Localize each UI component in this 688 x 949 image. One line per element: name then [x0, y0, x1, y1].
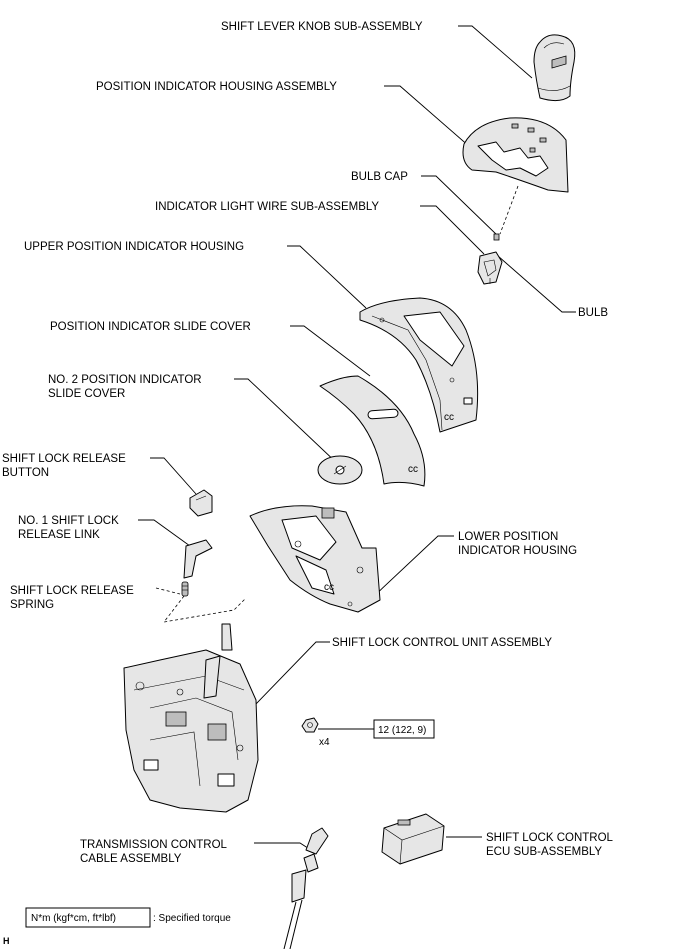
label-ecu-line1: SHIFT LOCK CONTROL: [486, 832, 614, 844]
label-bolt-quantity: x4: [319, 737, 330, 748]
label-shift-lever-knob: SHIFT LEVER KNOB SUB-ASSEMBLY: [221, 21, 423, 33]
shift-lock-release-spring-part: [181, 581, 189, 597]
label-shift-lock-release-button-line2: BUTTON: [2, 467, 49, 479]
torque-legend: N*m (kgf*cm, ft*lbf) : Specified torque: [25, 907, 231, 928]
label-shift-lock-control-unit: SHIFT LOCK CONTROL UNIT ASSEMBLY: [332, 637, 552, 649]
label-shift-lock-release-spring-line1: SHIFT LOCK RELEASE: [10, 585, 134, 597]
alignment-dash-lines: [155, 185, 519, 623]
torque-value: 12 (122, 9): [378, 725, 426, 736]
bolt-part: [301, 717, 319, 733]
label-bulb: BULB: [578, 307, 608, 319]
no1-shift-lock-release-link-part: [183, 539, 213, 579]
shift-lock-control-ecu-part: [381, 813, 445, 865]
lower-housing-mark: cc: [324, 582, 334, 593]
label-lower-housing-line1: LOWER POSITION: [458, 531, 558, 543]
position-indicator-housing-part: [462, 117, 569, 193]
bulb-cap-and-wire-part: [477, 233, 503, 285]
transmission-control-cable-part: [283, 827, 329, 949]
label-no1-release-link-line1: NO. 1 SHIFT LOCK: [18, 515, 119, 527]
no2-position-indicator-slide-cover-part: [317, 455, 363, 485]
lower-position-indicator-housing-part: [249, 505, 381, 613]
label-transmission-cable-line1: TRANSMISSION CONTROL: [80, 839, 228, 851]
legend-description: : Specified torque: [153, 913, 231, 924]
label-position-indicator-housing: POSITION INDICATOR HOUSING ASSEMBLY: [96, 81, 337, 93]
label-bulb-cap: BULB CAP: [351, 171, 408, 183]
label-lower-housing-line2: INDICATOR HOUSING: [458, 545, 577, 557]
label-transmission-cable-line2: CABLE ASSEMBLY: [80, 853, 182, 865]
upper-housing-mark: cc: [444, 412, 454, 423]
label-no2-slide-cover-line1: NO. 2 POSITION INDICATOR: [48, 374, 202, 386]
label-ecu-line2: ECU SUB-ASSEMBLY: [486, 846, 602, 858]
corner-mark: H: [3, 936, 10, 946]
shift-lock-release-button-part: [189, 489, 213, 517]
part-labels: SHIFT LEVER KNOB SUB-ASSEMBLY POSITION I…: [2, 21, 614, 865]
slide-cover-mark: cc: [408, 464, 418, 475]
torque-callout: 12 (122, 9): [373, 719, 435, 739]
label-shift-lock-release-button-line1: SHIFT LOCK RELEASE: [2, 453, 126, 465]
legend-unit: N*m (kgf*cm, ft*lbf): [31, 913, 116, 924]
shift-lever-knob-part: [533, 34, 576, 102]
upper-position-indicator-housing-part: [359, 297, 479, 433]
label-position-indicator-slide-cover: POSITION INDICATOR SLIDE COVER: [50, 321, 251, 333]
shift-lock-control-unit-part: [123, 623, 259, 813]
label-no2-slide-cover-line2: SLIDE COVER: [48, 388, 125, 400]
label-upper-position-indicator-housing: UPPER POSITION INDICATOR HOUSING: [24, 241, 244, 253]
label-indicator-light-wire: INDICATOR LIGHT WIRE SUB-ASSEMBLY: [155, 201, 379, 213]
label-no1-release-link-line2: RELEASE LINK: [18, 529, 100, 541]
label-shift-lock-release-spring-line2: SPRING: [10, 599, 54, 611]
position-indicator-slide-cover-part: [319, 375, 426, 487]
